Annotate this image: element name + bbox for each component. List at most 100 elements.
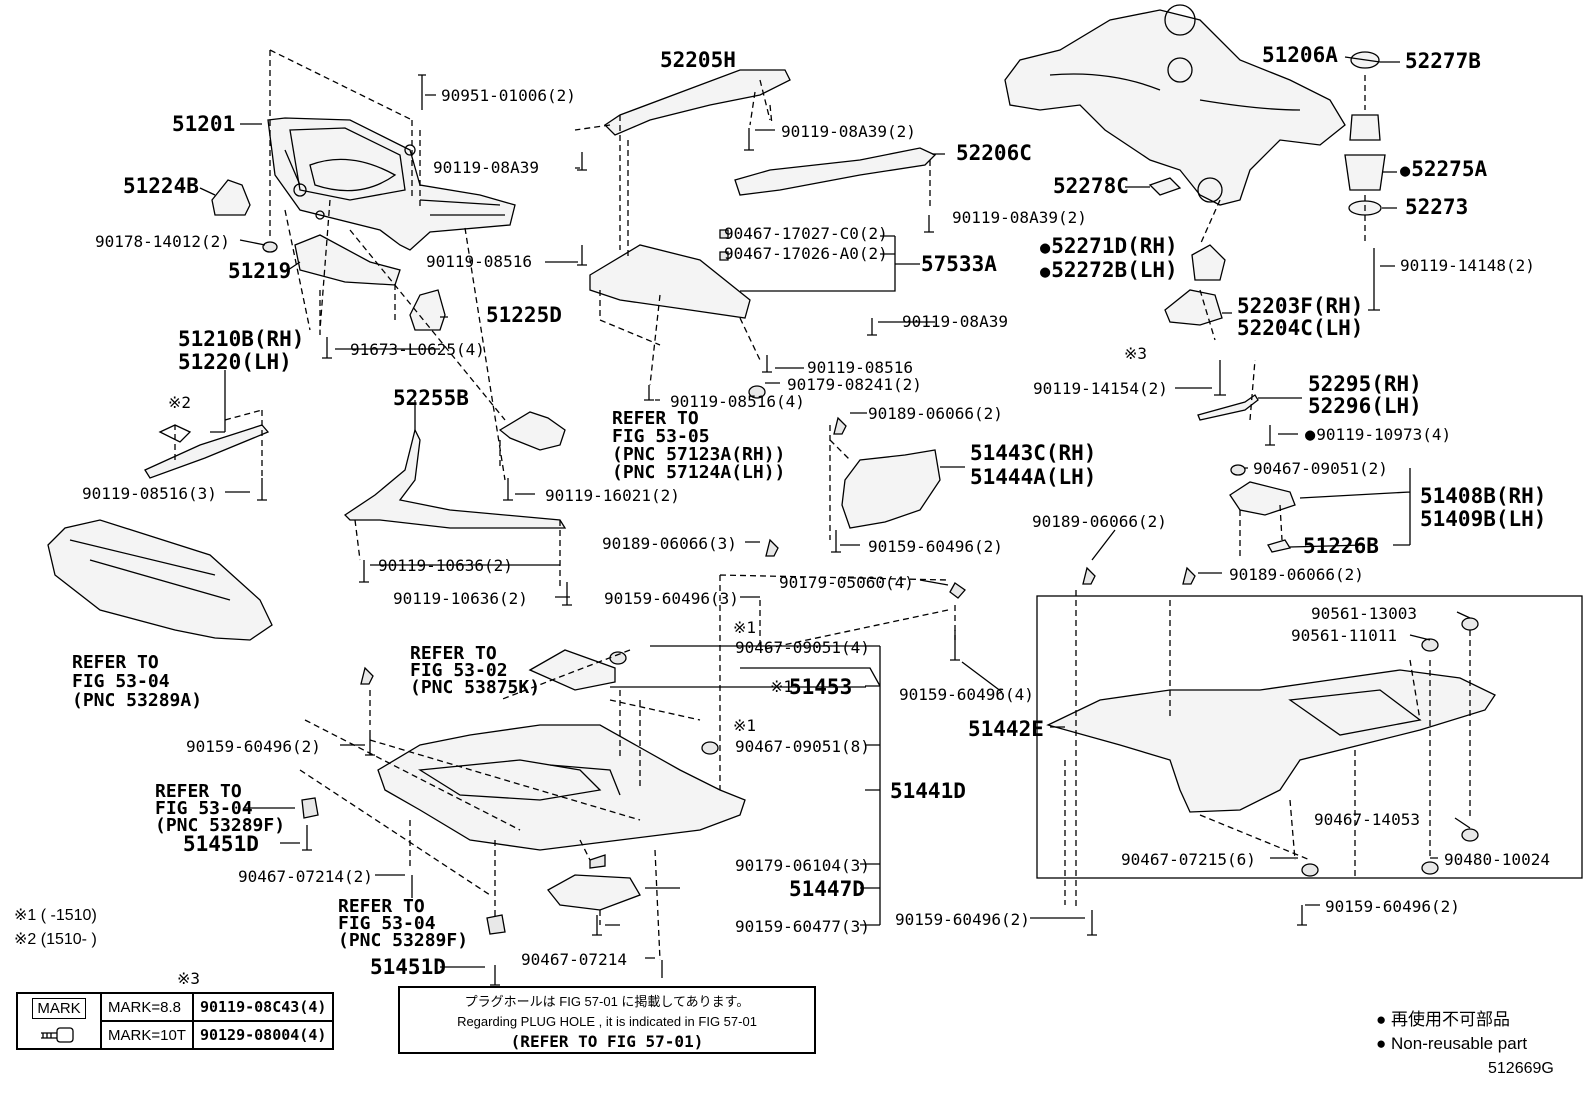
part-51210B-label: 51210B(RH) bbox=[178, 327, 305, 351]
note-mark-2: ※2 bbox=[168, 393, 192, 412]
bracket-57123A-ref-drawing bbox=[498, 411, 566, 451]
part-90119-08516-label: 90119-08516 bbox=[426, 252, 532, 271]
mark-header-cell: MARK bbox=[16, 992, 102, 1050]
mark-row2-part: 90129-08004(4) bbox=[191, 1020, 335, 1050]
part-90467-14053-label: 90467-14053 bbox=[1314, 810, 1420, 829]
mark-row1-mark: MARK=8.8 bbox=[100, 992, 194, 1022]
bushing-52271D-drawing bbox=[1191, 244, 1226, 281]
bullet-icon: ● bbox=[1376, 1010, 1387, 1029]
mark-header: MARK bbox=[32, 998, 86, 1019]
part-52255B-label: 52255B bbox=[393, 386, 469, 410]
part-52271D-label: 52271D(RH) bbox=[1040, 236, 1177, 257]
rear-undercover-box bbox=[1036, 595, 1583, 879]
refer-line: REFER TO bbox=[338, 896, 425, 917]
refer-line: REFER TO bbox=[72, 652, 159, 673]
part-90189-06066-2a-label: 90189-06066(2) bbox=[868, 404, 1003, 423]
refer-line: (PNC 53289F) bbox=[338, 930, 469, 951]
brace-52295-drawing bbox=[1197, 394, 1259, 421]
refer-line: FIG 53-02 bbox=[410, 660, 508, 681]
part-51443C-label: 51443C(RH) bbox=[970, 441, 1097, 465]
part-57533A-label: 57533A bbox=[921, 252, 997, 276]
bracket-52203F-drawing bbox=[1164, 289, 1223, 326]
part-52204C-label: 52204C(LH) bbox=[1237, 316, 1364, 340]
part-90119-08516-4-label: 90119-08516(4) bbox=[670, 392, 805, 411]
note-en: Regarding PLUG HOLE , it is indicated in… bbox=[457, 1014, 757, 1029]
note-mark-1: ※1 bbox=[770, 677, 794, 696]
part-90467-07214-label: 90467-07214 bbox=[521, 950, 627, 969]
refer-line: (PNC 53875K) bbox=[410, 677, 541, 698]
bar-51210B-drawing bbox=[144, 424, 270, 479]
part-52278C-label: 52278C bbox=[1053, 174, 1129, 198]
brace-52255B-drawing bbox=[343, 428, 567, 529]
refer-line: FIG 53-05 bbox=[612, 426, 710, 447]
clip-51226B-drawing bbox=[1267, 539, 1292, 553]
part-51219-label: 51219 bbox=[228, 259, 292, 283]
part-51201-label: 51201 bbox=[172, 112, 236, 136]
legend-jp-text: 再使用不可部品 bbox=[1391, 1010, 1511, 1029]
legend-en: ● Non-reusable part bbox=[1376, 1032, 1527, 1056]
legend-jp: ● 再使用不可部品 bbox=[1376, 1008, 1527, 1032]
part-90467-07215-label: 90467-07215(6) bbox=[1121, 850, 1256, 869]
note-mark-1: ※1 bbox=[733, 618, 757, 637]
refer-fig-53-04-b: REFER TO FIG 53-04 (PNC 53289F) bbox=[155, 781, 286, 836]
mark-row1-part: 90119-08C43(4) bbox=[191, 992, 335, 1022]
bracket-51224B-drawing bbox=[211, 179, 251, 216]
note-mark-1: ※1 bbox=[733, 716, 757, 735]
bolt-icon bbox=[41, 1027, 74, 1043]
note-ref: (REFER TO FIG 57-01) bbox=[510, 1032, 704, 1051]
dashed-guides bbox=[174, 49, 1471, 961]
part-90119-10636-2b-label: 90119-10636(2) bbox=[393, 589, 528, 608]
refer-line: REFER TO bbox=[410, 643, 497, 664]
refer-line: FIG 53-04 bbox=[338, 913, 436, 934]
part-90189-06066-2b-label: 90189-06066(2) bbox=[1032, 512, 1167, 531]
part-52273-label: 52273 bbox=[1405, 195, 1469, 219]
part-51451D-a-label: 51451D bbox=[183, 832, 259, 856]
part-51441D-label: 51441D bbox=[890, 779, 966, 803]
part-90178-14012-label: 90178-14012(2) bbox=[95, 232, 230, 251]
part-90467-07214-2-label: 90467-07214(2) bbox=[238, 867, 373, 886]
part-90119-10973-label: 90119-10973(4) bbox=[1305, 427, 1451, 444]
footnote-1: ※1 ( -1510) bbox=[14, 907, 97, 924]
brace-52205H-drawing bbox=[603, 69, 791, 136]
refer-line: (PNC 53289F) bbox=[155, 815, 286, 836]
part-90480-10024-label: 90480-10024 bbox=[1444, 850, 1550, 869]
part-51447D-label: 51447D bbox=[789, 877, 865, 901]
plug-hole-note: プラグホールは FIG 57-01 に掲載してあります。 Regarding P… bbox=[398, 986, 816, 1054]
mark-row2-mark: MARK=10T bbox=[100, 1020, 194, 1050]
part-51225D-label: 51225D bbox=[486, 303, 562, 327]
figure-id: 512669G bbox=[1488, 1060, 1554, 1077]
part-91673-L0625-label: 91673-L0625(4) bbox=[350, 340, 485, 359]
part-90119-08516-b-label: 90119-08516 bbox=[807, 358, 913, 377]
part-90119-08516-3-label: 90119-08516(3) bbox=[82, 484, 217, 503]
part-90467-09051-4-label: 90467-09051(4) bbox=[735, 638, 870, 657]
note-mark-3: ※3 bbox=[177, 969, 201, 988]
refer-line: FIG 53-04 bbox=[155, 798, 253, 819]
part-52272B-label: 52272B(LH) bbox=[1040, 260, 1177, 281]
footnote-2: ※2 (1510- ) bbox=[14, 931, 97, 948]
part-52277B-label: 52277B bbox=[1405, 49, 1481, 73]
refer-fig-53-05: REFER TO FIG 53-05 (PNC 57123A(RH)) (PNC… bbox=[612, 410, 785, 482]
refer-line: REFER TO bbox=[155, 781, 242, 802]
part-52203F-label: 52203F(RH) bbox=[1237, 294, 1364, 318]
note-jp: プラグホールは FIG 57-01 に掲載してあります。 bbox=[464, 994, 750, 1009]
part-90119-14148-label: 90119-14148(2) bbox=[1400, 256, 1535, 275]
part-90561-13003-label: 90561-13003 bbox=[1311, 604, 1417, 623]
rear-subframe-51206A-drawing bbox=[1004, 4, 1346, 206]
stopper-52278C-drawing bbox=[1148, 177, 1182, 196]
fasteners bbox=[257, 74, 1479, 986]
part-90189-06066-3-label: 90189-06066(3) bbox=[602, 534, 737, 553]
part-90159-60496-2a-label: 90159-60496(2) bbox=[868, 537, 1003, 556]
part-90179-06104-label: 90179-06104(3) bbox=[735, 856, 870, 875]
part-90159-60496-2d-label: 90159-60496(2) bbox=[1325, 897, 1460, 916]
part-90189-06066-2c-label: 90189-06066(2) bbox=[1229, 565, 1364, 584]
refer-fig-53-04-c: REFER TO FIG 53-04 (PNC 53289F) bbox=[338, 896, 469, 951]
part-51453-label: 51453 bbox=[789, 675, 853, 699]
brace-52206C-drawing bbox=[734, 147, 937, 196]
cover-51447D-drawing bbox=[547, 874, 641, 911]
undercover-51442E-drawing bbox=[1046, 669, 1496, 813]
refer-line: FIG 53-04 bbox=[72, 671, 170, 692]
part-90179-08241-label: 90179-08241(2) bbox=[787, 375, 922, 394]
note-mark-3: ※3 bbox=[1124, 344, 1148, 363]
part-90119-08A39-label: 90119-08A39 bbox=[433, 158, 539, 177]
